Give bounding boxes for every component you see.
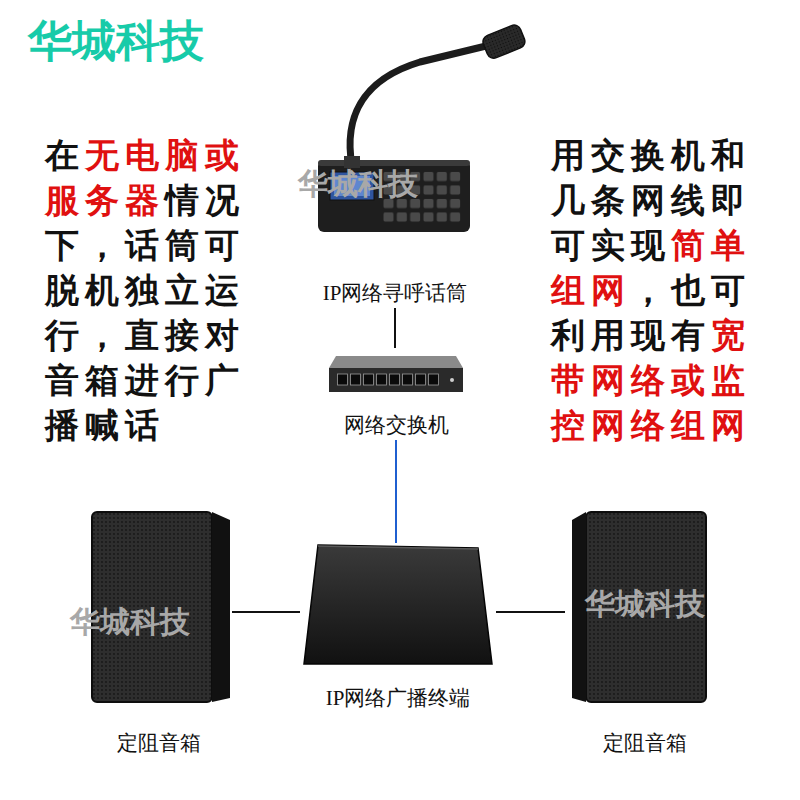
title: 华城科技 [28, 14, 204, 68]
paragraph: 在无电脑或服务器情况下，话筒可脱机独立运行，直接对音箱进行广播喊话 [45, 133, 249, 448]
note-text: 情况下，话筒可脱机独立运行，直接对音箱进行广播喊话 [45, 182, 245, 444]
device-node: 网络交换机 [320, 348, 472, 440]
network-cable [232, 611, 300, 613]
terminal-illustration [304, 545, 492, 664]
paragraph: 用交换机和几条网线即可实现简单组网，也可利用现有宽带网络或监控网络组网 [551, 133, 755, 448]
watermark: 华城科技 [298, 166, 418, 202]
mic-base-top [318, 160, 470, 166]
switch-led [450, 378, 454, 382]
switch-ports [336, 373, 440, 387]
device-caption: IP网络寻呼话筒 [323, 280, 468, 306]
gooseneck [350, 46, 486, 166]
speaker-front [586, 512, 706, 702]
speaker-side [212, 512, 230, 702]
terminal-body [304, 545, 492, 664]
switch-illustration [329, 356, 463, 392]
microphone-illustration [318, 23, 527, 232]
device-node: 定阻音箱 [565, 500, 725, 758]
device-caption: 定阻音箱 [603, 730, 687, 756]
speaker-side [572, 512, 586, 702]
switch-top [329, 356, 463, 368]
terminal-edge [318, 546, 478, 549]
network-cable [395, 440, 397, 543]
network-cable [496, 611, 565, 613]
device-node: 定阻音箱 [85, 500, 232, 758]
mic-head [481, 23, 527, 60]
note-text: 在 [45, 137, 85, 174]
watermark: 华城科技 [70, 604, 190, 640]
watermark: 华城科技 [585, 586, 705, 622]
network-cable [394, 308, 396, 348]
device-caption: IP网络广播终端 [326, 685, 471, 711]
device-node: IP网络广播终端 [300, 543, 496, 713]
speaker-illustration [572, 512, 706, 702]
device-caption: 网络交换机 [344, 412, 449, 438]
device-node: IP网络寻呼话筒 [298, 28, 492, 308]
device-caption: 定阻音箱 [117, 730, 201, 756]
neck-collar [344, 156, 360, 168]
switch-front [329, 368, 463, 392]
